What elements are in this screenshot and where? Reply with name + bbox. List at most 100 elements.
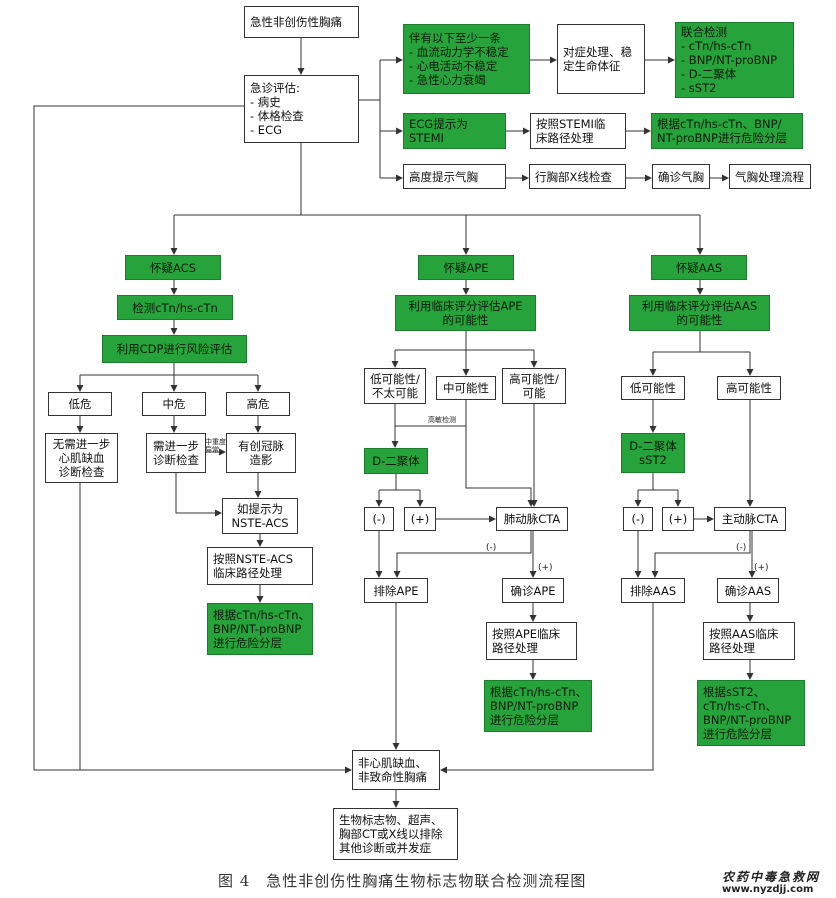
connector bbox=[175, 473, 222, 517]
node-text-line: 按照NSTE-ACS bbox=[213, 552, 294, 566]
figure-caption: 图 4 急性非创伤性胸痛生物标志物联合检测流程图 bbox=[218, 872, 587, 890]
node-aas-neg: (-) bbox=[623, 507, 653, 531]
node-ctpa: 肺动脉CTA bbox=[496, 507, 568, 531]
node-text-line: 按照APE临床 bbox=[492, 627, 561, 641]
node-suspect-acs: 怀疑ACS bbox=[125, 255, 221, 280]
node-text-line: 无需进一步 bbox=[52, 437, 111, 451]
node-confirm-pneumothorax: 确诊气胸 bbox=[652, 164, 710, 189]
node-text-line: - 血流动力学不稳定 bbox=[409, 45, 509, 59]
node-aas-low: 低可能性 bbox=[621, 376, 685, 400]
node-text-line: 急性非创伤性胸痛 bbox=[250, 15, 342, 29]
node-text-line: sST2 bbox=[639, 453, 667, 467]
edge-label-mid-severe: 中重度 异常 bbox=[205, 438, 226, 454]
node-ape-neg: (-) bbox=[364, 507, 394, 531]
node-text-line: 高可能性/ bbox=[509, 372, 559, 386]
node-ape-mid: 中可能性 bbox=[436, 376, 496, 400]
node-text-line: 急诊评估: bbox=[250, 81, 300, 95]
watermark-site-name: 农药中毒急救网 bbox=[722, 870, 821, 884]
node-text-line: 气胸处理流程 bbox=[735, 169, 804, 184]
node-text-line: 排除APE bbox=[373, 583, 419, 598]
node-text-line: 的可能性 bbox=[442, 313, 489, 327]
node-low-risk: 低危 bbox=[48, 392, 112, 416]
node-text-line: ECG提示为 bbox=[409, 117, 468, 131]
node-text-line: 行胸部X线检查 bbox=[535, 169, 612, 184]
node-acs-cdp: 利用CDP进行风险评估 bbox=[102, 335, 247, 363]
node-exclude-ape: 排除APE bbox=[364, 578, 428, 603]
node-text-line: 非心肌缺血、 bbox=[358, 756, 427, 770]
node-stemi-risk: 根据cTn/hs-cTn、BNP/NT-proBNP进行危险分层 bbox=[651, 113, 803, 149]
node-text-line: 进行危险分层 bbox=[213, 636, 282, 650]
node-text-line: 床路径处理 bbox=[536, 131, 594, 145]
connector bbox=[33, 105, 244, 770]
node-text-line: BNP/NT-proBNP bbox=[703, 713, 792, 727]
node-text-line: 诊断检查 bbox=[153, 453, 199, 467]
edge-label-aas-pos: (+) bbox=[754, 563, 769, 573]
node-text-line: D-二聚体 bbox=[629, 439, 677, 453]
node-ape-d-dimer: D-二聚体 bbox=[364, 448, 428, 474]
node-text-line: - D-二聚体 bbox=[681, 67, 737, 81]
node-exclude-aas: 排除AAS bbox=[621, 578, 685, 603]
node-mid-risk: 中危 bbox=[142, 392, 206, 416]
node-stemi-pathway: 按照STEMI临床路径处理 bbox=[530, 113, 626, 149]
node-text-line: 怀疑AAS bbox=[675, 260, 723, 275]
node-final-workup: 生物标志物、超声、胸部CT或X线以排除其他诊断或并发症 bbox=[333, 808, 458, 860]
node-text-line: 利用CDP进行风险评估 bbox=[116, 342, 233, 356]
node-text-line: 怀疑APE bbox=[443, 260, 489, 275]
edge-label-aas-neg: (-) bbox=[736, 543, 747, 553]
node-aas-pos: (+) bbox=[662, 507, 694, 531]
node-suspect-ape: 怀疑APE bbox=[418, 255, 514, 280]
node-text-line: 利用临床评分评估AAS bbox=[641, 299, 758, 313]
node-text-line: 低可能性 bbox=[630, 381, 676, 395]
node-suspect-aas: 怀疑AAS bbox=[651, 255, 747, 280]
node-text-line: BNP/NT-proBNP bbox=[490, 699, 579, 713]
node-pneumothorax-flow: 气胸处理流程 bbox=[729, 164, 811, 189]
node-text-line: - sST2 bbox=[681, 81, 717, 95]
node-ape-pathway: 按照APE临床路径处理 bbox=[486, 622, 577, 660]
node-acute-chest-pain: 急性非创伤性胸痛 bbox=[244, 6, 359, 38]
node-text-line: 进行危险分层 bbox=[703, 727, 772, 741]
node-text-line: 根据cTn/hs-cTn、BNP/ bbox=[657, 117, 782, 131]
node-text-line: 确诊AAS bbox=[724, 583, 772, 598]
node-text-line: STEMI bbox=[409, 131, 444, 145]
node-text-line: 根据sST2、 bbox=[703, 685, 766, 699]
node-text-line: 不太可能 bbox=[372, 386, 418, 400]
node-text-line: - BNP/NT-proBNP bbox=[681, 53, 778, 67]
node-text-line: - ECG bbox=[250, 123, 283, 137]
node-ape-high: 高可能性/可能 bbox=[502, 368, 566, 404]
node-text-line: (+) bbox=[668, 512, 688, 526]
node-text-line: 检测cTn/hs-cTn bbox=[132, 300, 218, 315]
node-text-line: BNP/NT-proBNP bbox=[213, 622, 302, 636]
node-text-line: 对症处理、稳 bbox=[563, 45, 632, 59]
edge-label-hs: 高敏检测 bbox=[428, 416, 456, 424]
node-text-line: 怀疑ACS bbox=[150, 260, 196, 275]
node-text-line: 利用临床评分评估APE bbox=[408, 299, 523, 313]
node-text-line: 其他诊断或并发症 bbox=[339, 841, 431, 855]
node-text-line: 进行危险分层 bbox=[490, 713, 559, 727]
connector bbox=[393, 531, 532, 578]
node-text-line: 中可能性 bbox=[443, 381, 489, 395]
node-text-line: 伴有以下至少一条 bbox=[409, 31, 501, 45]
node-text-line: 排除AAS bbox=[629, 583, 677, 598]
node-text-line: 心肌缺血 bbox=[58, 451, 105, 465]
node-text-line: 高可能性 bbox=[726, 381, 772, 395]
node-text-line: (-) bbox=[372, 512, 386, 526]
node-text-line: 有创冠脉 bbox=[238, 439, 284, 453]
node-text-line: 高度提示气胸 bbox=[409, 169, 478, 184]
node-text-line: - 病史 bbox=[250, 95, 281, 109]
node-text-line: - 体格检查 bbox=[250, 109, 304, 123]
node-no-further-test: 无需进一步心肌缺血诊断检查 bbox=[45, 433, 118, 483]
connector bbox=[651, 531, 751, 578]
node-coronary-angio: 有创冠脉造影 bbox=[226, 433, 296, 473]
node-text-line: 可能 bbox=[522, 386, 546, 400]
node-text-line: 造影 bbox=[249, 453, 273, 467]
node-text-line: 如提示为 bbox=[237, 502, 283, 516]
connector bbox=[465, 400, 535, 507]
node-aas-pathway: 按照AAS临床路径处理 bbox=[703, 622, 795, 660]
